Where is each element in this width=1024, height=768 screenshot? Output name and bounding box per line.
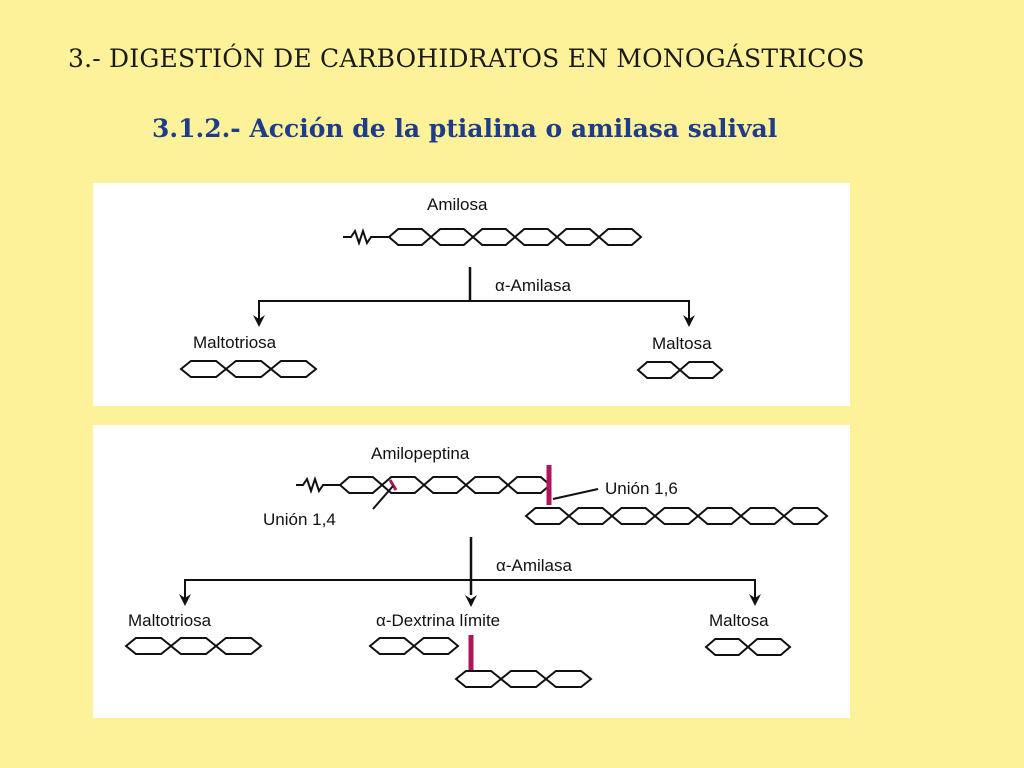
dextrina-top-glucose-unit [412,637,460,655]
amilosa-arrow-left [253,315,265,327]
amilopeptina-split-bracket [184,579,756,600]
amilosa-maltosa-label: Maltosa [652,334,712,353]
amilosa-zigzag-tail [343,227,389,247]
amilopeptina-branch-glucose-unit [696,507,743,525]
amilopeptina-maltotriosa-chain [124,637,263,655]
amilopeptina-main-glucose-unit [506,476,552,494]
amilosa-label: Amilosa [427,195,488,214]
amilopeptina-maltosa-chain [704,638,792,656]
amilosa-maltotriosa-glucose-unit [224,360,273,378]
slide-subtitle: 3.1.2.- Acción de la ptialina o amilasa … [152,114,778,143]
amilopeptina-maltotriosa-glucose-unit [214,637,263,655]
amilosa-diagram: Amilosa α-Amilasa Maltotriosa Maltosa [179,195,724,379]
amilosa-glucose-unit [429,228,475,246]
union-16-pointer [552,488,599,500]
amilopeptina-main-chain [338,476,552,494]
dextrina-bottom-glucose-unit [499,670,548,688]
amilosa-maltotriosa-chain [179,360,318,378]
amilosa-glucose-chain [387,228,643,246]
amilopeptina-main-glucose-unit [338,476,384,494]
amilopeptina-dextrina-label: α-Dextrina límite [376,611,500,630]
amilosa-glucose-unit [555,228,601,246]
amilopeptina-branch-glucose-unit [567,507,614,525]
dextrina-bottom-glucose-unit [544,670,593,688]
dextrina-top-chain [368,637,460,655]
amilopeptina-main-glucose-unit [422,476,468,494]
amilosa-maltosa-chain [636,361,724,379]
amilosa-diagram-panel: Amilosa α-Amilasa Maltotriosa Maltosa [93,183,850,406]
union-14-pointer [372,485,394,510]
amilosa-glucose-unit [597,228,643,246]
amilopeptina-diagram: Amilopeptina Unión 1,6 Unión 1,4 α-Amila… [124,444,829,688]
amilopeptina-zigzag-tail [296,475,340,495]
amilosa-enzyme-label: α-Amilasa [495,276,571,295]
union-14-mark [388,479,398,491]
union-16-label: Unión 1,6 [605,479,678,498]
amilopeptina-arrow-center [465,595,477,607]
amilopeptina-diagram-panel: Amilopeptina Unión 1,6 Unión 1,4 α-Amila… [93,425,850,718]
dextrina-bottom-glucose-unit [454,670,503,688]
amilopeptina-arrow-right [749,594,761,606]
amilopeptina-branch-glucose-unit [739,507,786,525]
amilosa-maltosa-glucose-unit [636,361,682,379]
amilosa-maltosa-glucose-unit [678,361,724,379]
amilopeptina-branch-glucose-unit [653,507,700,525]
amilosa-split-bracket [258,300,690,321]
amilopeptina-maltotriosa-glucose-unit [124,637,173,655]
dextrina-bottom-chain [454,670,593,688]
amilopeptina-branch-glucose-unit [524,507,571,525]
amilopeptina-maltotriosa-label: Maltotriosa [128,611,212,630]
amilopeptina-main-glucose-unit [464,476,510,494]
amilosa-maltotriosa-label: Maltotriosa [193,333,277,352]
amilopeptina-maltosa-label: Maltosa [709,611,769,630]
amilopeptina-label: Amilopeptina [371,444,470,463]
union-14-label: Unión 1,4 [263,510,336,529]
amilosa-arrow-right [683,315,695,327]
amilosa-maltotriosa-glucose-unit [269,360,318,378]
amilopeptina-arrow-left [179,594,191,606]
amilosa-glucose-unit [387,228,433,246]
amilopeptina-maltotriosa-glucose-unit [169,637,218,655]
amilopeptina-branch-glucose-unit [610,507,657,525]
amilosa-maltotriosa-glucose-unit [179,360,228,378]
dextrina-top-glucose-unit [368,637,416,655]
amilopeptina-maltosa-glucose-unit [704,638,750,656]
amilopeptina-branch-glucose-unit [782,507,829,525]
amilosa-glucose-unit [513,228,559,246]
amilosa-glucose-unit [471,228,517,246]
amilopeptina-enzyme-label: α-Amilasa [496,556,572,575]
amilopeptina-branch-chain [524,507,829,525]
slide-title: 3.- DIGESTIÓN DE CARBOHIDRATOS EN MONOGÁ… [68,44,865,73]
amilopeptina-maltosa-glucose-unit [746,638,792,656]
